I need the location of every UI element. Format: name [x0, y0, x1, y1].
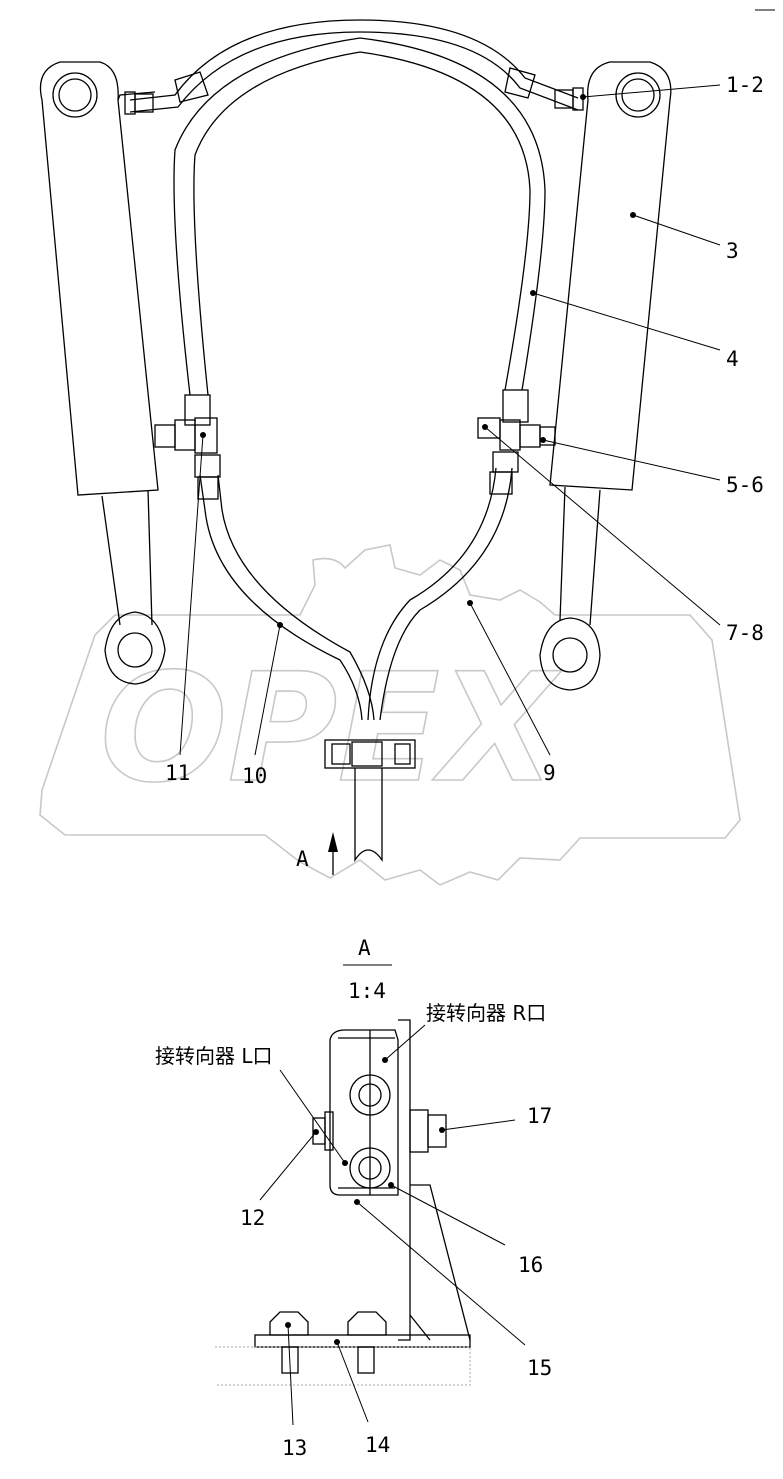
watermark: OPEX — [39, 544, 741, 886]
port-r-label: 接转向器 R口 — [426, 1001, 546, 1025]
view-arrow-label: A — [296, 847, 309, 871]
callout-7-8: 7-8 — [726, 621, 764, 645]
callout-9: 9 — [543, 761, 556, 785]
detail-view-name: A — [358, 936, 371, 960]
watermark-gear — [39, 544, 741, 886]
callout-11: 11 — [165, 761, 190, 785]
callout-16: 16 — [518, 1253, 543, 1277]
right-cylinder — [539, 61, 672, 691]
left-tube — [154, 37, 375, 721]
callout-17: 17 — [527, 1104, 552, 1128]
tube-clamp — [324, 739, 416, 863]
left-cylinder — [39, 61, 166, 685]
callout-10: 10 — [242, 764, 267, 788]
port-l-label: 接转向器 L口 — [155, 1044, 273, 1068]
callout-4: 4 — [726, 347, 739, 371]
detail-view-a: A 1:4 接转向器 R口 接转向器 L口 — [155, 936, 552, 1460]
top-crossover-hoses — [124, 19, 584, 115]
main-view: A 1-2 3 4 5-6 7-8 9 10 11 — [39, 19, 764, 875]
callout-13: 13 — [282, 1436, 307, 1460]
callout-1-2: 1-2 — [726, 73, 764, 97]
right-tube — [359, 37, 556, 721]
callout-14: 14 — [365, 1433, 390, 1457]
callout-15: 15 — [527, 1356, 552, 1380]
detail-view-scale: 1:4 — [348, 979, 386, 1003]
callout-3: 3 — [726, 239, 739, 263]
view-arrow-a: A — [296, 832, 338, 875]
watermark-text: OPEX — [100, 642, 562, 816]
leader-lines — [179, 84, 721, 756]
callout-5-6: 5-6 — [726, 473, 764, 497]
callout-12: 12 — [240, 1206, 265, 1230]
